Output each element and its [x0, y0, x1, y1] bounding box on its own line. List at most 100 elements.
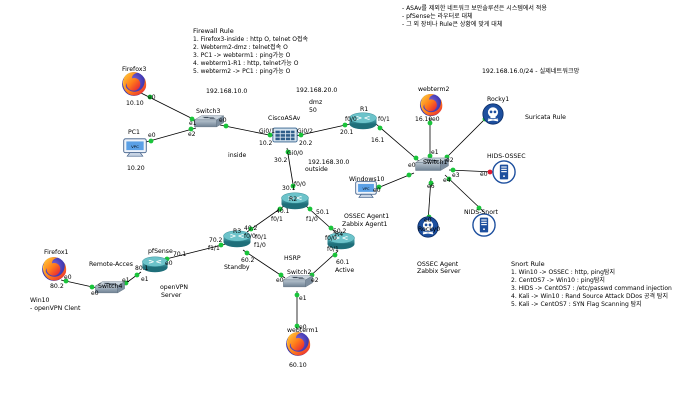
link-r2-r3	[246, 205, 285, 233]
snort-rule-item: 2. CentOS7 -> Win10 : ping탐지	[511, 276, 605, 284]
hids-label: HIDS-OSSEC	[487, 153, 526, 160]
svg-text:f0/1: f0/1	[378, 116, 390, 123]
svg-text:e1: e1	[122, 277, 130, 284]
link-asav-r1	[295, 123, 351, 137]
r4-role: Active	[335, 267, 354, 274]
rocky0-desc2: Zabbix Server	[417, 268, 461, 275]
network-label-16: 192.168.16.0/24 - 실제네트워크망	[482, 67, 580, 75]
firefox1-ip: 80.2	[50, 283, 64, 290]
suricata-rule-label: Suricata Rule	[525, 114, 566, 121]
snort-rule-item: 3. HIDS -> CentOS7 : /etc/passwd command…	[511, 285, 672, 292]
r4-label: R4	[335, 231, 343, 238]
firewall-rule-item: 4. webterm1-R1 : http, telnet가능 O	[193, 59, 299, 67]
inside-label: inside	[228, 152, 247, 159]
link-r3-pfsense	[161, 243, 227, 261]
svg-text:70.2: 70.2	[209, 237, 223, 244]
nids-snort-server-icon[interactable]	[472, 213, 496, 237]
svg-text:e0: e0	[432, 116, 440, 123]
svg-text:16.10: 16.10	[415, 116, 432, 123]
svg-text:30.2: 30.2	[274, 157, 288, 164]
svg-text:e0: e0	[408, 162, 416, 169]
svg-text:e1: e1	[431, 149, 439, 156]
svg-text:f0/0: f0/0	[244, 233, 256, 240]
pfsense-label: pfSense	[148, 248, 173, 255]
switch3-label: Switch3	[196, 108, 220, 115]
svg-text:70.1: 70.1	[173, 251, 187, 258]
svg-text:40.2: 40.2	[244, 225, 258, 232]
top-note-1: - ASAv를 제외한 네트워크 보안솔루션은 시스템에서 적용	[402, 4, 547, 12]
svg-text:f0/0: f0/0	[325, 235, 337, 242]
rocky1-skull-icon[interactable]	[482, 103, 504, 125]
svg-text:e0: e0	[219, 117, 227, 124]
webterm1-label: webterm1	[287, 327, 318, 334]
switch2-label: Switch2	[287, 269, 311, 276]
link-endpoint-dots	[63, 94, 493, 329]
network-label-20: 192.168.20.0	[296, 87, 337, 94]
hids-ossec-server-icon[interactable]	[492, 160, 516, 184]
link-r1-switch1	[375, 123, 421, 163]
snort-rule-item: 4. Kali -> Win10 : Rand Source Attack DD…	[511, 292, 668, 300]
snort-rule-item: 5. Kali -> CentOS7 : SYN Flag Scanning 탐…	[511, 300, 642, 308]
svg-text:e0: e0	[148, 132, 156, 139]
webterm2-icon[interactable]	[419, 93, 443, 117]
link-pc1-switch3	[145, 127, 197, 143]
svg-text:e1: e1	[189, 120, 197, 127]
webterm1-icon[interactable]	[286, 332, 311, 356]
nids-label: NIDS-Snort	[464, 209, 499, 216]
webterm1-ip: 60.10	[289, 362, 307, 369]
firewall-rule-item: 2. Webterm2-dmz : telnet접속 O	[193, 43, 288, 51]
svg-text:f1/1: f1/1	[208, 245, 220, 252]
svg-text:f1/0: f1/0	[254, 242, 266, 249]
firefox3-icon[interactable]	[122, 72, 147, 96]
svg-text:e2: e2	[446, 157, 454, 164]
remote-access-label: Remote-Acces	[89, 261, 133, 268]
link-nids-switch1	[444, 174, 485, 213]
snort-rule-item: 1. Win10 -> OSSEC : http, ping탐지	[511, 268, 615, 276]
openvpn-client-label: - openVPN Clent	[30, 305, 81, 312]
firewall-rule-item: 5. webterm2 -> PC1 : ping가능 O	[193, 67, 291, 75]
pc1-icon[interactable]	[123, 138, 147, 157]
svg-text:e0: e0	[276, 277, 284, 284]
svg-text:e0: e0	[299, 324, 307, 331]
svg-text:f1/0: f1/0	[306, 216, 318, 223]
webterm2-label: webterm2	[418, 86, 449, 93]
firefox1-icon[interactable]	[42, 257, 67, 281]
firewall-rule-item: 3. PC1 -> webterm1 : ping가능 O	[193, 51, 291, 59]
firewall-rule-item: 1. Firefox3-inside : http O, telnet O접속	[193, 35, 309, 43]
svg-text:16.1: 16.1	[371, 137, 385, 144]
pfsense-sub1: openVPN	[160, 284, 188, 291]
firewall-rule-title: Firewall Rule	[193, 27, 234, 35]
pc1-ip: 10.20	[127, 165, 145, 172]
link-hids-switch1	[448, 169, 495, 173]
top-note-2: - pfSense는 라우터로 대체	[402, 12, 473, 20]
svg-text:60.2: 60.2	[241, 257, 255, 264]
svg-text:e4: e4	[443, 177, 451, 184]
outside-label: outside	[305, 166, 328, 173]
svg-text:e0: e0	[165, 260, 173, 267]
rocky1-label: Rocky1	[487, 96, 509, 103]
asav-label: CiscoASAv	[268, 115, 301, 122]
r3-role: Standby	[224, 264, 250, 271]
svg-text:20.1: 20.1	[340, 129, 354, 136]
r1-label: R1	[360, 106, 368, 113]
svg-text:f0/1: f0/1	[255, 234, 267, 241]
top-note-3: - 그 외 장비나 Rule은 상황에 맞게 대체	[402, 20, 502, 28]
network-label-30: 192.168.30.0	[308, 159, 349, 166]
svg-text:50.2: 50.2	[333, 228, 347, 235]
ossec-agent1-label: OSSEC Agent1	[344, 213, 389, 220]
svg-text:80.1: 80.1	[135, 265, 149, 272]
svg-text:e0: e0	[424, 217, 432, 224]
svg-text:e0: e0	[373, 187, 381, 194]
svg-text:e6: e6	[427, 183, 435, 190]
svg-text:50.1: 50.1	[316, 209, 330, 216]
svg-text:e2: e2	[188, 131, 196, 138]
svg-text:f0/1: f0/1	[271, 216, 283, 223]
svg-text:60.1: 60.1	[336, 259, 350, 266]
svg-text:40.1: 40.1	[276, 208, 290, 215]
svg-text:30.1: 30.1	[282, 185, 296, 192]
svg-text:e0: e0	[64, 274, 72, 281]
svg-text:e0: e0	[480, 171, 488, 178]
switch2-icon[interactable]	[283, 275, 313, 288]
asav-firewall-icon[interactable]	[272, 127, 298, 143]
